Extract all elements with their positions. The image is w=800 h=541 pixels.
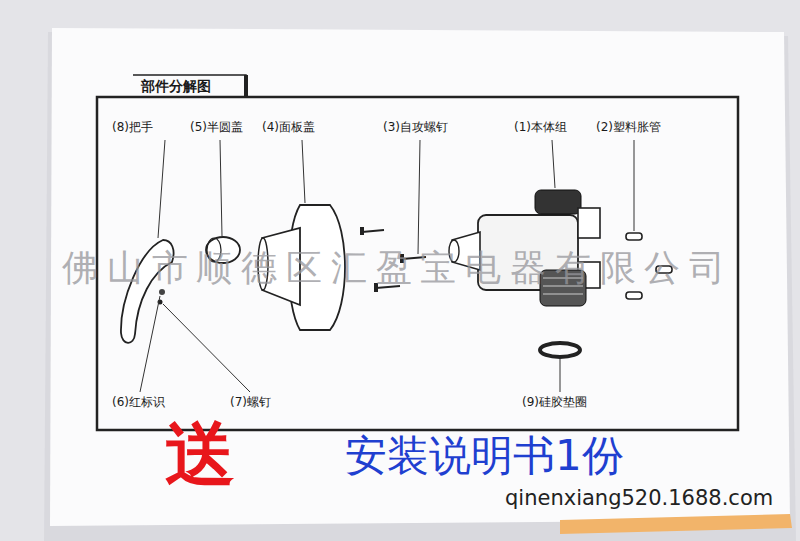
title-tab — [133, 75, 246, 97]
part-label: (8)把手 — [112, 121, 153, 135]
paper-sheet — [50, 28, 790, 526]
part-label: (1)本体组 — [514, 121, 567, 135]
part-label: (4)面板盖 — [262, 121, 315, 135]
part-label: (7)螺钉 — [230, 396, 271, 410]
watermark: 佛山市顺德区汇盈宝电器有限公司 — [62, 247, 734, 288]
part-label: (5)半圆盖 — [190, 121, 243, 135]
gift-note: 安装说明书1份 — [345, 432, 624, 480]
red-mark — [159, 289, 165, 295]
part-label: (3)自攻螺钉 — [383, 121, 448, 135]
silicone-washer — [540, 343, 580, 357]
diagram-title: 部件分解图 — [141, 78, 211, 94]
part-label: (2)塑料胀管 — [596, 121, 661, 135]
gift-mark: 送 — [165, 414, 235, 495]
part-label: (9)硅胶垫圈 — [522, 396, 587, 410]
title-tab-bar — [244, 75, 248, 97]
shop-url: qinenxiang520.1688.com — [505, 486, 773, 510]
paper-edge — [560, 514, 792, 534]
part-label: (6)红标识 — [112, 396, 165, 410]
